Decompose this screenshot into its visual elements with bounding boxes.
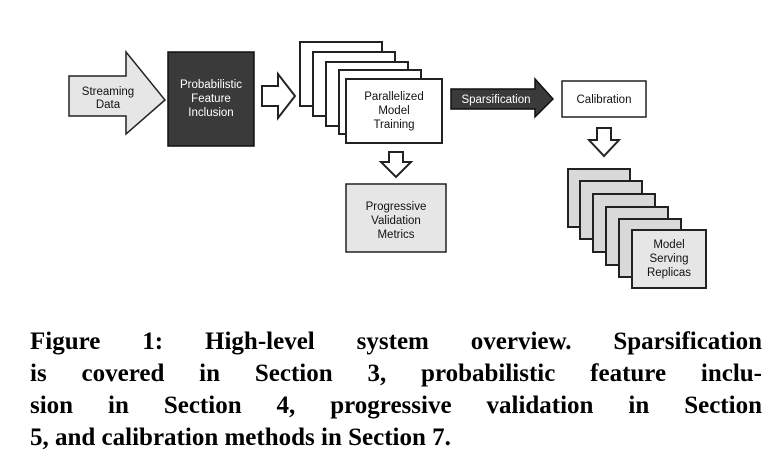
validation-metrics-label-2: Validation	[371, 215, 421, 227]
caption-line: Figure 1: High-level system overview. Sp…	[30, 328, 762, 355]
calibration-box: Calibration	[561, 80, 647, 118]
sparsification-arrow: Sparsification	[450, 77, 555, 119]
serving-replicas-label-1: Model	[653, 239, 684, 251]
caption-line: is covered in Section 3, probabilistic f…	[30, 360, 762, 387]
calibration-label: Calibration	[577, 94, 632, 106]
serving-replicas-label-3: Replicas	[647, 267, 691, 279]
figure-caption: Figure 1: High-level system overview. Sp…	[30, 326, 762, 454]
model-training-label-2: Model	[378, 105, 409, 117]
streaming-data-arrow: Streaming Data	[68, 49, 167, 136]
caption-line: 5, and calibration methods in Section 7.	[30, 424, 451, 451]
caption-line: sion in Section 4, progressive validatio…	[30, 392, 762, 419]
arrow-to-validation	[378, 151, 414, 179]
serving-replicas-label-2: Serving	[650, 253, 689, 265]
model-training-label-1: Parallelized	[364, 91, 423, 103]
model-training-stack: Parallelized Model Training	[299, 41, 443, 144]
arrow-to-training	[261, 71, 297, 121]
validation-metrics-label-1: Progressive	[366, 201, 427, 213]
serving-replicas-stack: Model Serving Replicas	[567, 168, 707, 289]
arrow-to-replicas	[586, 127, 622, 158]
validation-metrics-label-3: Metrics	[377, 229, 414, 241]
feature-inclusion-box: Probabilistic Feature Inclusion	[167, 51, 255, 147]
feature-inclusion-label-3: Inclusion	[188, 107, 233, 119]
validation-metrics-box: Progressive Validation Metrics	[345, 183, 447, 253]
feature-inclusion-label-1: Probabilistic	[180, 79, 242, 91]
streaming-data-label-2: Data	[96, 99, 121, 111]
model-training-label-3: Training	[373, 119, 414, 131]
system-overview-diagram: Streaming Data Probabilistic Feature Inc…	[68, 41, 707, 289]
sparsification-label: Sparsification	[461, 94, 530, 106]
feature-inclusion-label-2: Feature	[191, 93, 231, 105]
streaming-data-label-1: Streaming	[82, 86, 134, 98]
